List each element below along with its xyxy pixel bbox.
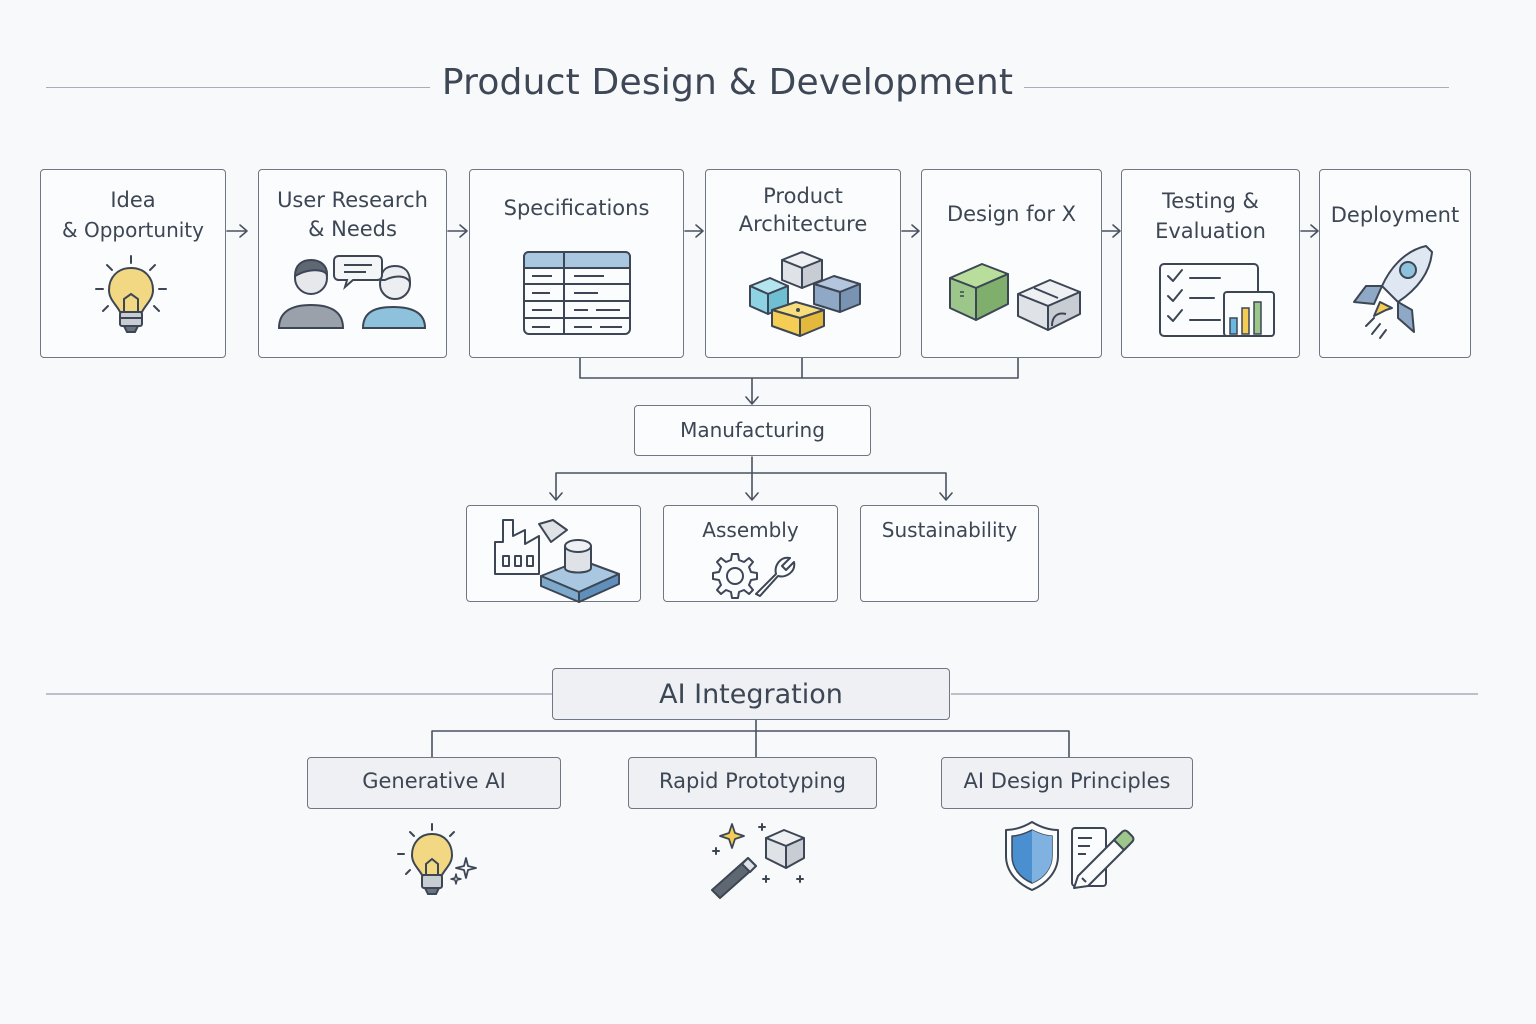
stage-user-research[interactable]: User Research & Needs xyxy=(258,169,447,358)
stage-deployment[interactable]: Deployment xyxy=(1319,169,1471,358)
lightbulb-icon xyxy=(95,255,167,333)
generative-ai-label: Generative AI xyxy=(362,769,506,793)
stage-idea[interactable]: Idea & Opportunity xyxy=(40,169,226,358)
stage-design-for-x-title: Design for X xyxy=(946,202,1077,226)
title-rule-left xyxy=(46,87,430,88)
assembly-box[interactable]: Assembly xyxy=(663,505,838,602)
users-chat-icon xyxy=(277,255,427,329)
magic-wand-cube-icon xyxy=(711,823,805,899)
stage-deployment-title: Deployment xyxy=(1330,203,1460,227)
sparkle-lightbulb-icon xyxy=(397,823,477,895)
sustainability-label: Sustainability xyxy=(881,518,1018,542)
modules-icon xyxy=(749,251,861,337)
stage-specifications-title: Specifications xyxy=(503,196,650,220)
manufacturing-label: Manufacturing xyxy=(680,418,825,442)
manufacturing-box[interactable]: Manufacturing xyxy=(634,405,871,456)
manufacturing-factory-box[interactable] xyxy=(466,505,641,603)
title-rule-right xyxy=(1024,87,1449,88)
sustainability-box[interactable]: Sustainability xyxy=(860,505,1039,602)
rocket-icon xyxy=(1353,245,1433,339)
stage-product-architecture-title: Product xyxy=(763,184,843,208)
generative-ai-box[interactable]: Generative AI xyxy=(307,757,561,809)
cubes-icon xyxy=(949,263,1081,331)
stage-testing-evaluation-subtitle: Evaluation xyxy=(1155,219,1266,243)
gear-wrench-icon xyxy=(712,553,796,599)
ai-design-principles-label: AI Design Principles xyxy=(963,769,1171,793)
assembly-label: Assembly xyxy=(702,518,799,542)
page-title: Product Design & Development xyxy=(441,62,1014,103)
shield-pencil-icon xyxy=(1005,821,1135,891)
stage-design-for-x[interactable]: Design for X xyxy=(921,169,1102,358)
checklist-chart-icon xyxy=(1159,263,1275,337)
stage-specifications[interactable]: Specifications xyxy=(469,169,684,358)
stage-product-architecture[interactable]: Product Architecture xyxy=(705,169,901,358)
stage-idea-subtitle: & Opportunity xyxy=(62,218,204,242)
rapid-prototyping-label: Rapid Prototyping xyxy=(658,769,847,793)
ai-design-principles-box[interactable]: AI Design Principles xyxy=(941,757,1193,809)
ai-integration-label: AI Integration xyxy=(659,679,843,710)
stage-user-research-title: User Research xyxy=(277,188,428,212)
stage-idea-title: Idea xyxy=(110,188,156,212)
table-icon xyxy=(523,251,631,335)
ai-integration-box[interactable]: AI Integration xyxy=(552,668,950,720)
factory-icon xyxy=(494,519,620,603)
stage-product-architecture-subtitle: Architecture xyxy=(738,212,868,236)
stage-testing-evaluation[interactable]: Testing & Evaluation xyxy=(1121,169,1300,358)
stage-testing-evaluation-title: Testing & xyxy=(1162,189,1259,213)
stage-user-research-subtitle: & Needs xyxy=(308,217,397,241)
rapid-prototyping-box[interactable]: Rapid Prototyping xyxy=(628,757,877,809)
